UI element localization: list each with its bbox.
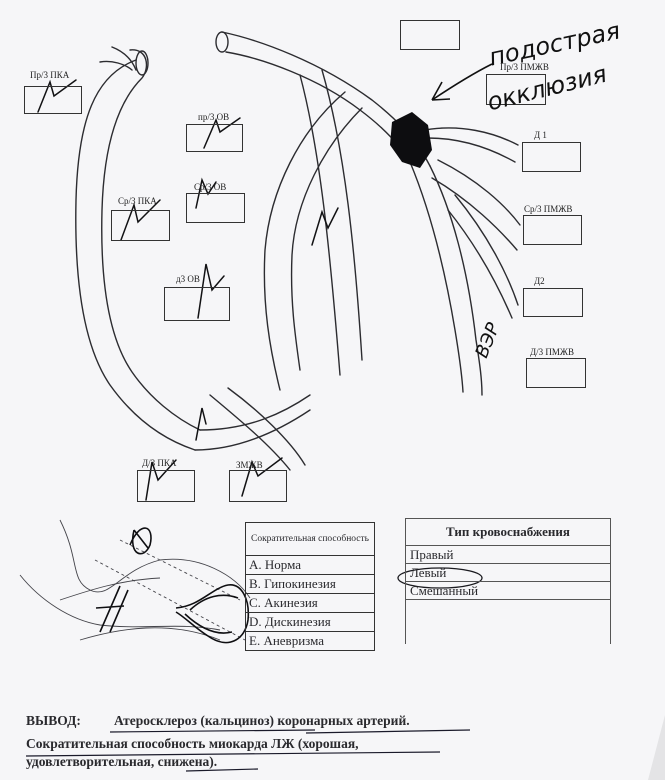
d1-wall-a bbox=[427, 137, 516, 163]
d1-wall-b bbox=[424, 127, 519, 146]
contractility-header: Сократительная способность bbox=[245, 522, 375, 556]
lad-right-wall bbox=[429, 165, 483, 396]
rca-outer-wall bbox=[75, 59, 196, 451]
rca-ostium bbox=[135, 50, 149, 76]
box-sr3-ov[interactable] bbox=[186, 193, 245, 223]
box-sr3-pmzhv[interactable] bbox=[523, 215, 582, 245]
lad-left-wall bbox=[409, 161, 464, 393]
rca-ostium-top bbox=[111, 46, 137, 71]
conclusion-prefix: ВЫВОД: bbox=[26, 713, 81, 728]
om-wall-b bbox=[321, 69, 363, 361]
label-d3-pmzhv: Д/3 ПМЖВ bbox=[530, 347, 574, 357]
conclusion-line3: удовлетворительная, снижена). bbox=[26, 754, 218, 769]
label-sr3-ov: Ср/3 ОВ bbox=[194, 182, 227, 192]
handwritten-ticks bbox=[37, 79, 339, 501]
d-mid-wall-a bbox=[431, 177, 518, 251]
blood-supply-option[interactable]: Смешанный bbox=[405, 581, 611, 600]
blood-supply-header: Тип кровоснабжения bbox=[405, 518, 611, 546]
box-d3-pka[interactable] bbox=[137, 470, 195, 502]
box-zmzhv[interactable] bbox=[229, 470, 287, 502]
box-d2[interactable] bbox=[523, 288, 583, 317]
conclusion-underlines bbox=[25, 729, 471, 772]
contractility-option[interactable]: С. Акинезия bbox=[245, 593, 375, 613]
contractility-option[interactable]: А. Норма bbox=[245, 555, 375, 575]
label-sr3-pka: Ср/3 ПКА bbox=[118, 196, 157, 206]
contractility-option[interactable]: Е. Аневризма bbox=[245, 631, 375, 651]
box-sr3-pka[interactable] bbox=[111, 210, 170, 241]
d2-wall-b bbox=[454, 194, 519, 306]
om-wall-a bbox=[299, 74, 341, 376]
label-pr3-pka: Пр/3 ПКА bbox=[30, 70, 70, 80]
box-d3-ov[interactable] bbox=[164, 287, 230, 321]
blood-supply-table: Тип кровоснабжения Правый Левый Смешанны… bbox=[405, 518, 611, 644]
contractility-option[interactable]: D. Дискинезия bbox=[245, 612, 375, 632]
label-pr3-ov: пр/3 ОВ bbox=[198, 112, 230, 122]
label-d1: Д 1 bbox=[534, 130, 547, 140]
box-pr3-pka[interactable] bbox=[24, 86, 82, 114]
blood-supply-empty bbox=[405, 599, 611, 644]
label-d2: Д2 bbox=[534, 276, 545, 286]
box-pr3-ov[interactable] bbox=[186, 124, 243, 152]
plb-wall-2 bbox=[227, 387, 306, 466]
box-d1[interactable] bbox=[522, 142, 581, 172]
ventriculogram-sketch bbox=[19, 519, 251, 641]
lm-ostium bbox=[215, 31, 229, 53]
conclusion-line2: Сократительная способность миокарда ЛЖ (… bbox=[26, 736, 359, 751]
box-pr3-pmzhv[interactable] bbox=[486, 74, 546, 105]
blood-supply-option[interactable]: Левый bbox=[405, 563, 611, 582]
d2-wall-a bbox=[447, 209, 513, 319]
contractility-table: Сократительная способность А. Норма В. Г… bbox=[245, 522, 375, 651]
plb-wall-1 bbox=[209, 394, 291, 471]
rca-ostium-bottom bbox=[99, 60, 133, 71]
rca-inner-wall bbox=[101, 49, 201, 431]
box-top-unlabeled[interactable] bbox=[400, 20, 460, 50]
handwritten-arrow bbox=[431, 63, 493, 101]
occlusion-mark bbox=[390, 112, 432, 168]
box-d3-pmzhv[interactable] bbox=[526, 358, 586, 388]
d-mid-wall-b bbox=[437, 159, 521, 226]
label-sr3-pmzhv: Ср/3 ПМЖВ bbox=[524, 204, 573, 214]
label-d3-pka: Д/3 ПКА bbox=[142, 458, 177, 468]
lcx-inner-wall bbox=[290, 107, 363, 371]
blood-supply-option[interactable]: Правый bbox=[405, 545, 611, 564]
lcx-outer-wall bbox=[263, 91, 346, 391]
contractility-option[interactable]: В. Гипокинезия bbox=[245, 574, 375, 594]
label-zmzhv: ЗМЖВ bbox=[236, 460, 263, 470]
label-d3-ov: д3 ОВ bbox=[176, 274, 200, 284]
conclusion-line1: Атеросклероз (кальциноз) коронарных арте… bbox=[114, 713, 410, 728]
pda-branch-1 bbox=[194, 409, 311, 451]
label-pr3-pmzhv: Пр/3 ПМЖВ bbox=[500, 62, 549, 72]
